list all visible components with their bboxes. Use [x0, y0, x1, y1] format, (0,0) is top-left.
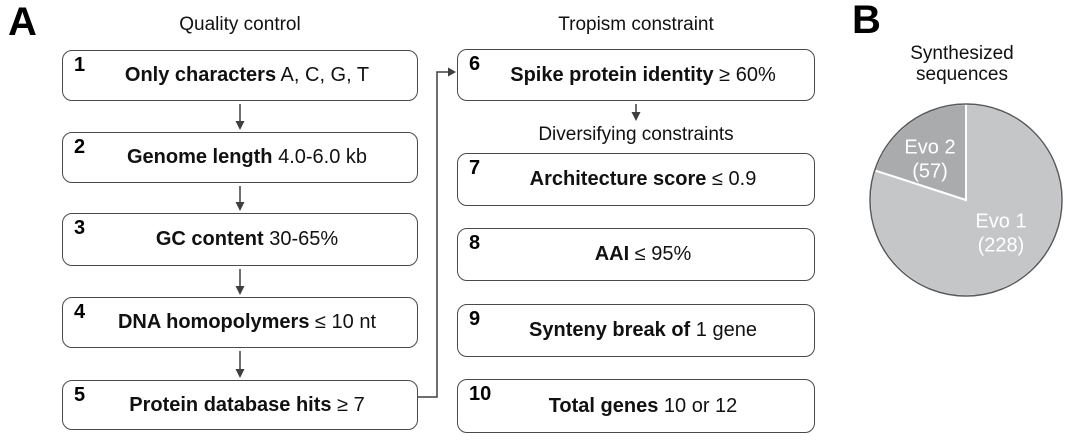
flow-box-10: 10 Total genes 10 or 12 [457, 379, 815, 433]
step-number: 9 [469, 308, 481, 330]
flow-box-2: 2 Genome length 4.0-6.0 kb [62, 132, 418, 183]
flow-box-5: 5 Protein database hits ≥ 7 [62, 380, 418, 430]
step-number: 8 [469, 232, 481, 254]
step-number: 10 [469, 383, 492, 405]
step-number: 7 [469, 157, 481, 179]
flow-box-1: 1 Only characters A, C, G, T [62, 50, 418, 101]
flow-box-9: 9 Synteny break of 1 gene [457, 304, 815, 357]
step-number: 5 [74, 384, 86, 406]
panel-b-label: B [852, 0, 881, 42]
flow-box-4: 4 DNA homopolymers ≤ 10 nt [62, 297, 418, 348]
step-text: DNA homopolymers ≤ 10 nt [117, 311, 377, 333]
step-number: 2 [74, 136, 86, 158]
step-text: Architecture score ≤ 0.9 [529, 168, 757, 190]
step-text: AAI ≤ 95% [594, 243, 692, 265]
step-text: Synteny break of 1 gene [529, 319, 757, 341]
step-text: Only characters A, C, G, T [124, 64, 370, 86]
flow-box-8: 8 AAI ≤ 95% [457, 228, 815, 281]
pie-chart [867, 101, 1065, 299]
step-number: 1 [74, 54, 86, 76]
step-text: Genome length 4.0-6.0 kb [126, 146, 368, 168]
step-text: GC content 30-65% [155, 228, 339, 250]
step-text: Spike protein identity ≥ 60% [510, 63, 776, 86]
heading-tropism-constraint: Tropism constraint [558, 14, 714, 35]
pie-label-evo2: Evo 2 (57) [904, 136, 956, 182]
flow-box-6: 6 Spike protein identity ≥ 60% [457, 49, 815, 101]
pie-chart-title: Synthesized sequences [910, 43, 1014, 85]
step-number: 6 [469, 53, 481, 75]
step-number: 4 [74, 301, 86, 323]
step-number: 3 [74, 217, 86, 239]
flow-box-7: 7 Architecture score ≤ 0.9 [457, 153, 815, 206]
heading-quality-control: Quality control [179, 14, 301, 35]
panel-a-label: A [8, 0, 37, 44]
step-text: Protein database hits ≥ 7 [129, 393, 365, 416]
flow-box-3: 3 GC content 30-65% [62, 213, 418, 266]
pie-label-evo1: Evo 1 (228) [975, 210, 1027, 256]
step-text: Total genes 10 or 12 [548, 394, 738, 417]
heading-diversifying-constraints: Diversifying constraints [538, 124, 734, 145]
pie-chart-svg [869, 102, 1063, 297]
